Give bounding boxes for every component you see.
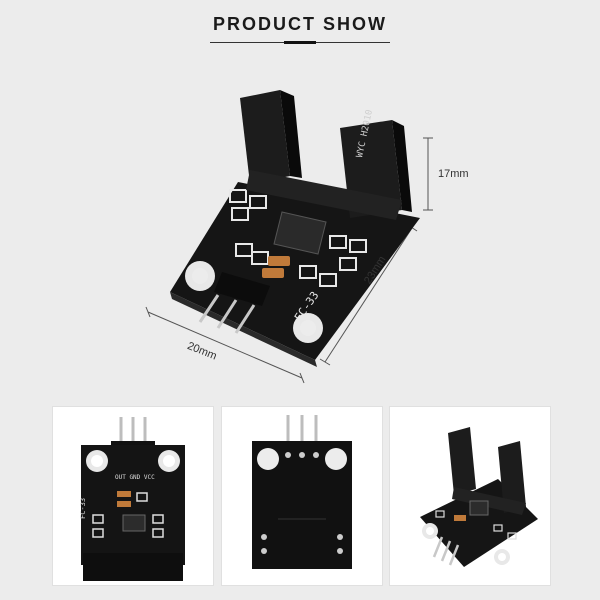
silkscreen-pads (229, 189, 367, 287)
thumbnail-front-image: OUT GND VCC FC-33 (79, 417, 185, 581)
title-underline-accent (284, 41, 316, 44)
led-signal (262, 268, 284, 278)
sensor-base (246, 170, 402, 220)
thumbnail-angled[interactable] (389, 406, 551, 586)
dimension-lines (145, 137, 433, 384)
thumbnail-back[interactable] (221, 406, 383, 586)
header-pins (198, 294, 256, 334)
thumbnail-angled-image (420, 427, 538, 567)
pin-label-text: OUT GND VCC (115, 474, 155, 481)
thumbnail-row: OUT GND VCC FC-33 (0, 400, 600, 600)
pcb-board (170, 182, 420, 360)
sensor-left-arm (240, 90, 290, 184)
sensor-module-image: WYC H2010 FC-33 (145, 90, 433, 384)
thumb1-model-label: FC-33 (79, 498, 87, 519)
height-dimension: 17mm (438, 168, 469, 180)
pin-header (214, 272, 270, 306)
page-title: PRODUCT SHOW (213, 14, 387, 34)
ic-chip (273, 211, 327, 255)
thumbnail-back-image (252, 415, 352, 569)
led-power (268, 256, 290, 266)
main-product-photo: WYC H2010 FC-33 17mm 23mm 20mm (0, 60, 600, 390)
header: PRODUCT SHOW (0, 0, 600, 60)
thumbnail-front[interactable]: OUT GND VCC FC-33 (52, 406, 214, 586)
